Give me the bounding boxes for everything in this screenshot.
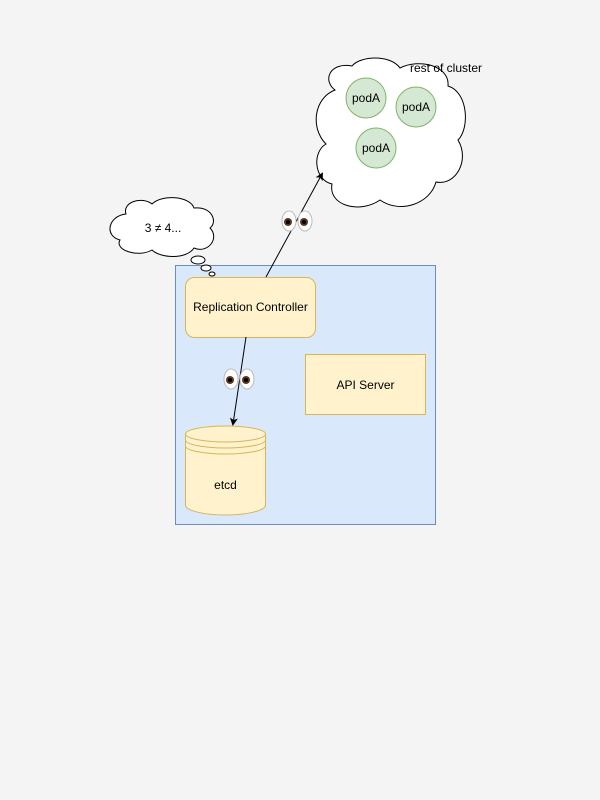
eyes-icon — [223, 368, 255, 390]
rest-of-cluster-label: rest of cluster — [410, 61, 482, 75]
pod-2-label: podA — [402, 100, 430, 114]
pod-3[interactable]: podA — [355, 127, 397, 169]
pod-3-label: podA — [362, 141, 390, 155]
thought-bubble: 3 ≠ 4... — [109, 197, 216, 277]
etcd-label: etcd — [214, 478, 237, 492]
thought-text: 3 ≠ 4... — [145, 221, 182, 235]
rest-of-cluster-cloud: rest of cluster — [315, 57, 482, 208]
pod-1[interactable]: podA — [345, 77, 387, 119]
replication-controller-label: Replication Controller — [193, 300, 308, 314]
api-server-label: API Server — [336, 378, 394, 392]
etcd-node[interactable]: etcd — [185, 425, 266, 516]
api-server-node[interactable]: API Server — [305, 354, 426, 415]
pod-2[interactable]: podA — [395, 86, 437, 128]
pod-1-label: podA — [352, 91, 380, 105]
watch-arrow-to-etcd — [229, 336, 247, 426]
replication-controller-node[interactable]: Replication Controller — [185, 277, 316, 338]
eyes-icon — [281, 210, 313, 232]
